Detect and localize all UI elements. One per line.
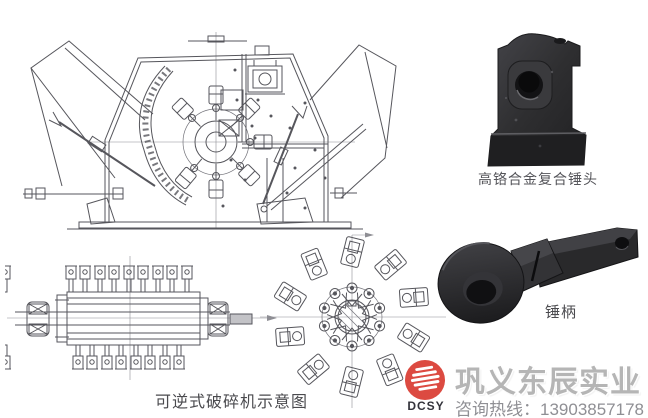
dcsy-logo-icon <box>405 360 445 400</box>
company-name: 巩义东辰实业 <box>455 366 641 399</box>
hammer-handle-photo <box>437 227 639 324</box>
hammer-handle-label: 锤柄 <box>544 304 577 321</box>
hammer-head-photo <box>487 33 587 167</box>
rotor-side-diagram <box>5 256 277 380</box>
rotor-front-diagram <box>260 232 446 408</box>
diagram-caption: 可逆式破碎机示意图 <box>155 394 309 411</box>
hotline-text: 咨询热线：13903857178 <box>455 400 645 418</box>
hammer-head-label: 高铬合金复合锤头 <box>478 171 598 187</box>
crusher-front-diagram <box>23 32 397 230</box>
logo-abbr: DCSY <box>407 399 445 413</box>
rivet-dots <box>221 68 327 210</box>
